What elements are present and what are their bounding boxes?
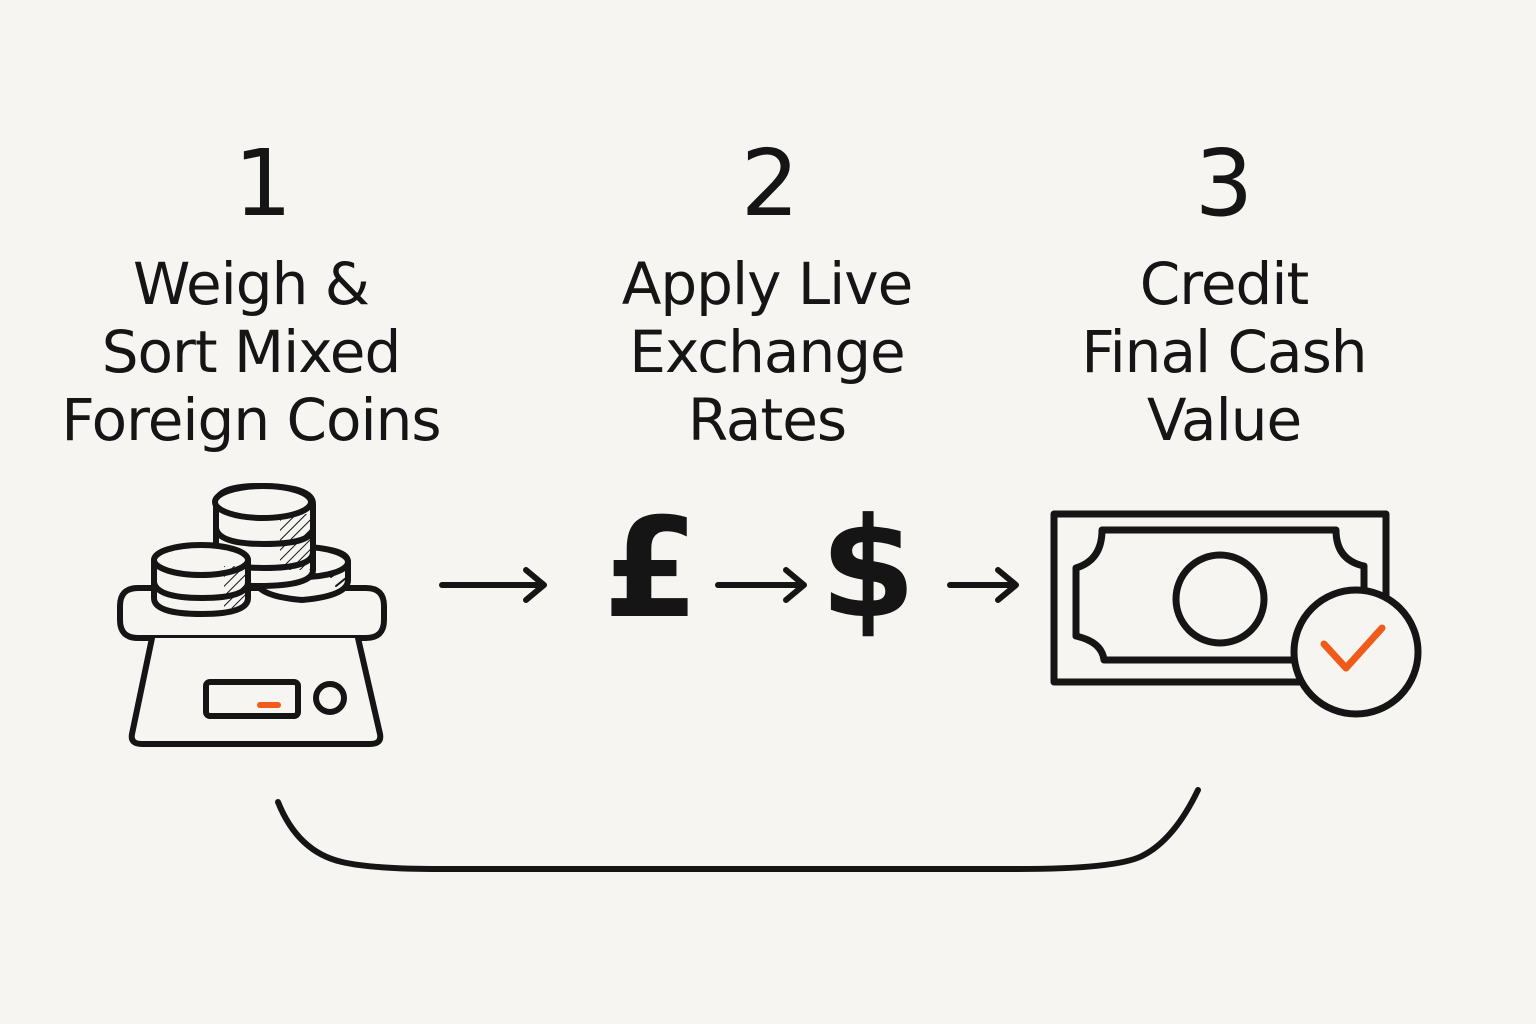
scale-display	[203, 679, 301, 719]
banknote-center-circle	[1172, 551, 1268, 647]
step-3-title-line-2: Final Cash	[1081, 318, 1367, 386]
step-1-title: Weigh & Sort Mixed Foreign Coins	[21, 250, 481, 454]
banknote-check-icon	[1050, 510, 1422, 718]
step-1-number: 1	[233, 130, 293, 237]
step-3-title-line-1: Credit	[1139, 250, 1309, 318]
step-1-title-line-3: Foreign Coins	[61, 386, 441, 454]
scale-knob	[313, 681, 347, 715]
step-3-title: Credit Final Cash Value	[994, 250, 1454, 454]
coin-stack-left	[151, 542, 251, 617]
coin-scale-icon	[117, 483, 387, 747]
right-arrow-icon	[947, 567, 1019, 603]
right-arrow-icon	[715, 567, 807, 603]
step-2-title-line-1: Apply Live	[621, 250, 914, 318]
step-3-number: 3	[1194, 130, 1254, 237]
step-2-title-line-2: Exchange	[629, 318, 905, 386]
step-3-title-line-3: Value	[1146, 386, 1302, 454]
step-2-title: Apply Live Exchange Rates	[537, 250, 997, 454]
step-2-title-line-3: Rates	[687, 386, 847, 454]
check-mark-icon	[1320, 624, 1386, 672]
pound-symbol: £	[603, 488, 700, 649]
scale-body	[128, 635, 384, 747]
step-2-number: 2	[740, 130, 800, 237]
loop-connector-icon	[275, 787, 1201, 872]
dollar-symbol: $	[820, 488, 917, 649]
step-1-title-line-1: Weigh &	[133, 250, 370, 318]
step-1-title-line-2: Sort Mixed	[101, 318, 402, 386]
right-arrow-icon	[439, 567, 547, 603]
